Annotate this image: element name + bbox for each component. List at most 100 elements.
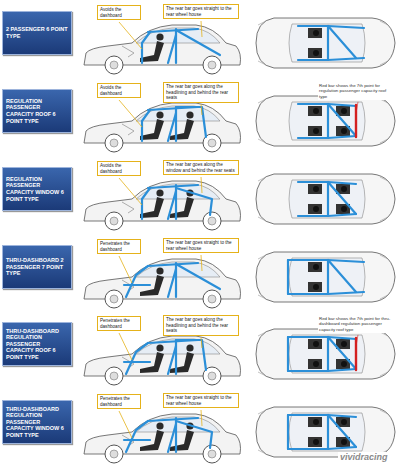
occupant-head <box>341 341 347 347</box>
wheel-hub <box>208 295 216 303</box>
car-body-top <box>256 329 395 379</box>
label-text: Avoids the dashboard <box>100 7 138 18</box>
roof-bar <box>148 418 198 421</box>
label-text: Red bar shows the 7th point for thru-das… <box>319 316 394 332</box>
label-text: REGULATION PASSENGER CAPACITY ROOF 6 POI… <box>6 98 68 124</box>
wheel-hub <box>208 217 216 225</box>
front-seat <box>308 282 322 292</box>
wheel-hub <box>208 61 216 69</box>
label-text: The rear bar goes straight to the rear w… <box>166 395 236 406</box>
dash-bar <box>287 260 289 294</box>
text-group: The rear bar goes straight to the rear w… <box>166 6 236 17</box>
dash-bar <box>124 439 150 441</box>
wheel <box>105 445 123 463</box>
wheel-hub <box>208 372 216 380</box>
text-group: THRU-DASHBOARD 2 PASSENGER 7 POINT TYPE <box>6 257 68 277</box>
body-lines <box>258 255 388 299</box>
label-text: REGULATION PASSENGER CAPACITY WINDOW 6 P… <box>6 176 68 202</box>
wheel-hub <box>110 295 118 303</box>
text-group: Penetrates the dashboard <box>100 318 138 329</box>
leader-line <box>201 410 202 426</box>
wheel <box>203 56 221 74</box>
front-seat <box>308 262 322 272</box>
label-text: THRU-DASHBOARD REGULATION PASSENGER CAPA… <box>6 406 68 439</box>
occupant-head <box>313 186 319 192</box>
label-text: THRU-DASHBOARD 2 PASSENGER 7 POINT TYPE <box>6 257 68 277</box>
text-group: Red bar shows the 7th point for regulati… <box>319 83 394 99</box>
text-group: REGULATION PASSENGER CAPACITY ROOF 6 POI… <box>6 98 68 124</box>
occupant-head <box>313 206 319 212</box>
callout-box: Avoids the dashboard <box>97 161 141 176</box>
hoop-brace <box>168 424 176 452</box>
diagonal-bar <box>328 260 356 292</box>
label-text: The rear bar goes along the headlining a… <box>166 84 236 101</box>
occupant-head <box>156 422 163 429</box>
leader-line <box>119 256 132 283</box>
text-group: Red bar shows the 7th point for thru-das… <box>319 316 394 332</box>
dash-bar <box>287 337 289 371</box>
front-seat <box>308 126 322 136</box>
side-bar <box>298 182 328 216</box>
wheel-hub <box>110 139 118 147</box>
occupant-head <box>313 128 319 134</box>
text-group: Penetrates the dashboard <box>100 241 138 252</box>
occupant-head <box>313 30 319 36</box>
type-label-box: THRU-DASHBOARD 2 PASSENGER 7 POINT TYPE <box>2 245 72 289</box>
top-view <box>256 329 395 379</box>
leader-line <box>201 177 202 193</box>
text-group: Penetrates the dashboard <box>100 396 138 407</box>
side-view <box>84 259 241 308</box>
main-hoop-top <box>328 415 356 449</box>
wheel-hub <box>208 450 216 458</box>
label-text: The rear bar goes along the window and b… <box>166 162 236 173</box>
front-pillar-bar <box>142 32 150 63</box>
front-pillar-bar <box>142 110 150 141</box>
text-group: The rear bar goes along the headlining a… <box>166 317 236 334</box>
occupant-body <box>140 41 164 62</box>
leader-line <box>119 178 142 205</box>
callout-box: Penetrates the dashboard <box>97 394 141 409</box>
front-seat <box>308 48 322 58</box>
hoop-brace <box>168 269 176 297</box>
callout-box: Penetrates the dashboard <box>97 316 141 331</box>
callout-box: The rear bar goes along the window and b… <box>163 160 239 175</box>
callout-box: The rear bar goes straight to the rear w… <box>163 238 239 253</box>
front-seat <box>308 359 322 369</box>
body-lines <box>258 21 388 65</box>
type-label-box: 2 PASSENGER 6 POINT TYPE <box>2 11 72 55</box>
car-body-top <box>256 174 395 224</box>
diagonal-bar <box>328 415 356 447</box>
front-seat <box>308 417 322 427</box>
text-group: Avoids the dashboard <box>100 7 138 18</box>
text-group: The rear bar goes straight to the rear w… <box>166 395 236 406</box>
hoop-brace <box>168 346 176 374</box>
top-view <box>256 18 395 68</box>
top-view <box>256 252 395 302</box>
label-text: Penetrates the dashboard <box>100 396 138 407</box>
occupant-head <box>186 344 193 351</box>
leader-line <box>356 102 358 113</box>
text-group: THRU-DASHBOARD REGULATION PASSENGER CAPA… <box>6 406 68 439</box>
cabin <box>289 24 365 62</box>
top-view <box>256 96 395 146</box>
occupant-head <box>313 419 319 425</box>
side-view <box>84 103 241 152</box>
occupant-head <box>186 111 193 118</box>
callout-box: The rear bar goes along the headlining a… <box>163 315 239 336</box>
occupant-head <box>313 439 319 445</box>
wheel <box>203 445 221 463</box>
diagonal-bar <box>328 337 356 369</box>
occupant-head <box>313 361 319 367</box>
rear-bar <box>176 264 220 289</box>
text-group: Avoids the dashboard <box>100 163 138 174</box>
callout-box: Avoids the dashboard <box>97 83 141 98</box>
hoop-brace <box>168 35 176 63</box>
wheel-hub <box>110 217 118 225</box>
main-hoop-top <box>328 260 364 294</box>
leader-line <box>201 105 202 116</box>
cabin <box>289 335 365 373</box>
body-lines <box>258 99 388 143</box>
main-hoop-top <box>328 337 356 371</box>
type-label-box: THRU-DASHBOARD REGULATION PASSENGER CAPA… <box>2 400 72 444</box>
occupant-head <box>341 361 347 367</box>
